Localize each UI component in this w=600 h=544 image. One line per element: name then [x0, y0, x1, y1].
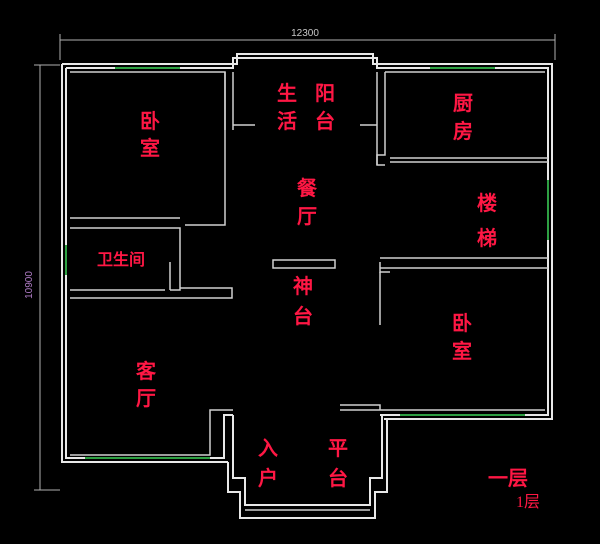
bedroom-top-left-label-1: 卧 — [140, 109, 160, 133]
balcony-label-1: 生 — [277, 81, 297, 105]
stairs-label-2: 梯 — [477, 226, 497, 250]
bedroom-top-left-label-2: 室 — [140, 136, 160, 160]
entry-label-2: 户 — [258, 466, 278, 490]
dining-label-2: 厅 — [297, 204, 317, 228]
balcony-label-3: 活 — [277, 109, 297, 133]
floor-subtitle: 1层 — [516, 494, 540, 511]
windows — [65, 67, 549, 459]
balcony-label-4: 台 — [315, 109, 335, 133]
floor-title: 一层 — [488, 466, 528, 490]
kitchen-label-1: 厨 — [453, 91, 473, 115]
living-label-1: 客 — [135, 359, 157, 383]
dimension-lines — [34, 34, 556, 491]
entry-label-1: 入 — [258, 436, 278, 460]
bathroom-label: 卫生间 — [97, 250, 145, 269]
shrine-label-1: 神 — [293, 274, 313, 298]
balcony-label-2: 阳 — [315, 81, 335, 105]
bedroom-right-label-1: 卧 — [452, 311, 472, 335]
platform-label-1: 平 — [328, 436, 348, 460]
height-dimension: 10900 — [24, 271, 35, 299]
shrine-label-2: 台 — [293, 304, 313, 328]
dining-label-1: 餐 — [297, 176, 318, 200]
platform-label-2: 台 — [328, 466, 348, 490]
walls — [61, 53, 553, 519]
room-labels: 卧 室 生 阳 活 台 厨 房 餐 厅 楼 梯 卫生间 神 台 卧 室 客 厅 … — [97, 81, 497, 490]
width-dimension: 12300 — [291, 28, 319, 39]
kitchen-label-2: 房 — [453, 119, 473, 143]
stairs-label-1: 楼 — [477, 191, 497, 215]
bedroom-right-label-2: 室 — [452, 339, 472, 363]
living-label-2: 厅 — [136, 386, 156, 410]
